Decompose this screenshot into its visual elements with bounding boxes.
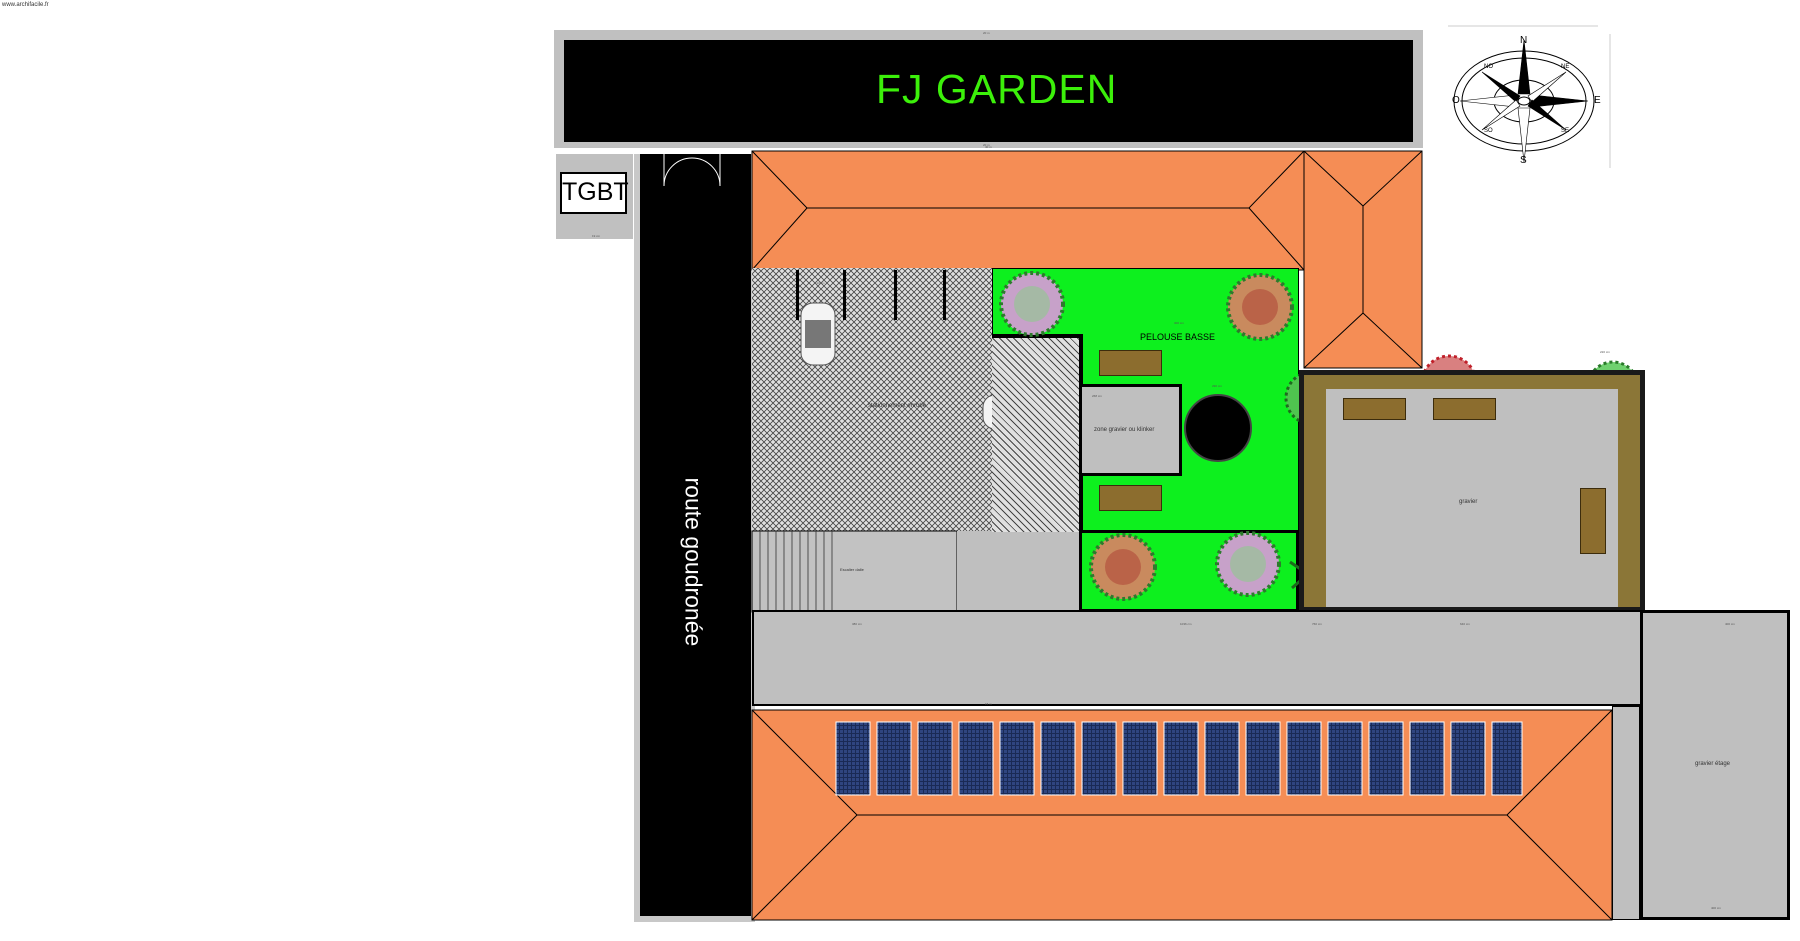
- side-strip: [1612, 706, 1640, 920]
- roof-top-side: [1303, 150, 1423, 369]
- solar-panel: [1081, 721, 1117, 796]
- bench-icon: [1580, 488, 1606, 554]
- dim-label: 110 cm: [815, 281, 825, 285]
- stairs-label: Escalier dalle: [840, 567, 864, 572]
- solar-panel: [999, 721, 1035, 796]
- gravel-zone: [1079, 384, 1182, 476]
- dim-label: 19 cm: [592, 234, 601, 238]
- compass-east: E: [1594, 95, 1601, 106]
- dim-label: 15 m: [985, 702, 992, 706]
- compass-icon: [1448, 25, 1611, 168]
- solar-panel: [1163, 721, 1199, 796]
- tree-icon: [1215, 531, 1281, 597]
- tgbt-box: [560, 172, 627, 214]
- terrace-planter-right: [1618, 375, 1640, 607]
- solar-panel: [958, 721, 994, 796]
- site-title: FJ GARDEN: [876, 66, 1118, 112]
- parking-label: stationnement enrobé: [868, 403, 927, 409]
- parking-extension: [992, 336, 1079, 532]
- stall-line-2: [843, 270, 846, 320]
- well-icon: [1184, 394, 1252, 462]
- terrace-planter-top: [1304, 375, 1640, 389]
- compass-no: NO: [1484, 64, 1493, 70]
- bench-icon: [1099, 485, 1162, 511]
- solar-panel: [876, 721, 912, 796]
- bench-icon: [1099, 350, 1162, 376]
- terrace-gravel-label: gravier: [1459, 499, 1478, 505]
- dim-sign-top: 20 m: [983, 31, 990, 35]
- stairs: [751, 530, 958, 613]
- compass-ne: NE: [1561, 64, 1570, 70]
- dim-label: 400 cm: [1711, 906, 1721, 910]
- solar-panel: [1040, 721, 1076, 796]
- tgbt-label: TGBT: [562, 178, 629, 206]
- tree-icon: [1226, 273, 1294, 341]
- solar-array: [835, 721, 1523, 796]
- roof-top-main: [751, 150, 1305, 271]
- solar-panel: [1245, 721, 1281, 796]
- dim-label: 760 cm: [1312, 622, 1322, 626]
- solar-panel: [1491, 721, 1523, 796]
- gray-pad: [957, 531, 1079, 612]
- terrace-planter-left: [1304, 375, 1326, 607]
- dim-label: 220 cm: [1600, 350, 1610, 354]
- lawn-label: PELOUSE BASSE: [1140, 332, 1216, 342]
- watermark: www.archifacile.fr: [2, 2, 49, 8]
- solar-panel: [1286, 721, 1322, 796]
- compass-so: SO: [1484, 128, 1493, 134]
- road: [640, 154, 751, 916]
- dim-label: 1036 cm: [1180, 622, 1192, 626]
- dim-label: 290 cm: [1212, 384, 1222, 388]
- compass-se: SE: [1561, 128, 1570, 134]
- dim-label: 640 cm: [1460, 622, 1470, 626]
- road-label: route goudronée: [680, 477, 707, 647]
- dim-label: 400 cm: [1725, 622, 1735, 626]
- gravel-floor: [1640, 610, 1790, 920]
- dim-label: 380 cm: [852, 622, 862, 626]
- compass-west: O: [1452, 95, 1460, 106]
- compass-south: S: [1520, 155, 1527, 166]
- gravel-zone-label: zone gravier ou klinker: [1094, 427, 1155, 433]
- dim-label: 300 cm: [1174, 321, 1184, 325]
- bench-icon: [1343, 398, 1406, 420]
- solar-panel: [1122, 721, 1158, 796]
- parking-area: [752, 268, 992, 532]
- tree-icon: [999, 271, 1065, 337]
- solar-panel: [1409, 721, 1445, 796]
- sign-board: [564, 40, 1413, 142]
- dim-label: 40 m: [985, 145, 992, 149]
- dim-label: 268 cm: [1092, 394, 1102, 398]
- bench-icon: [1433, 398, 1496, 420]
- terrace-gravel: [1326, 389, 1618, 607]
- compass-north: N: [1520, 35, 1528, 46]
- car-icon: [800, 302, 836, 366]
- dim-sign-bottom: 20 m: [983, 143, 990, 147]
- stall-line-1: [796, 270, 799, 320]
- gravel-floor-label: gravier étage: [1695, 761, 1731, 767]
- stall-line-3: [894, 270, 897, 320]
- solar-panel: [1327, 721, 1363, 796]
- tree-icon: [1089, 533, 1157, 601]
- solar-panel: [835, 721, 871, 796]
- solar-panel: [1204, 721, 1240, 796]
- stall-line-4: [943, 270, 946, 320]
- solar-panel: [917, 721, 953, 796]
- driveway: [752, 610, 1644, 706]
- gate-icon: [663, 154, 721, 187]
- solar-panel: [1450, 721, 1486, 796]
- solar-panel: [1368, 721, 1404, 796]
